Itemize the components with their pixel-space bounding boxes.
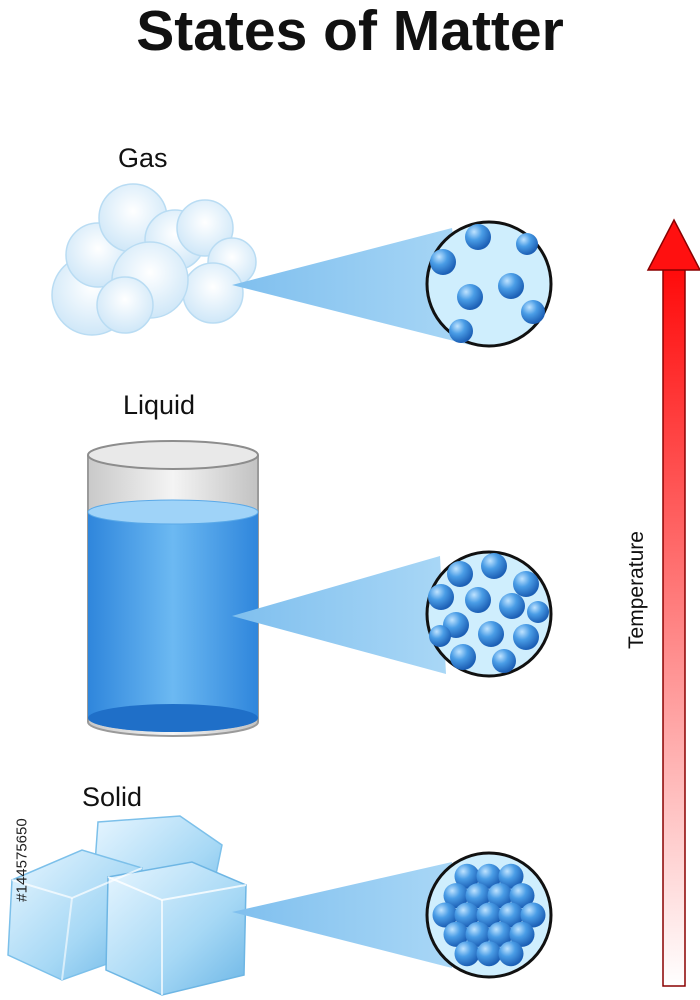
liquid-particle — [478, 621, 504, 647]
gas-particle — [521, 300, 545, 324]
solid-particle — [487, 883, 513, 909]
gas-cloud — [51, 183, 257, 336]
liquid-particle — [499, 593, 525, 619]
page-title: States of Matter — [136, 0, 564, 63]
gas-particle — [430, 249, 456, 275]
liquid-particle — [513, 624, 539, 650]
solid-particle — [432, 902, 458, 928]
liquid-particle — [465, 587, 491, 613]
liquid-particle — [447, 561, 473, 587]
liquid-particle — [429, 625, 451, 647]
gas-particle-view — [425, 220, 553, 348]
solid-particle — [476, 863, 502, 889]
solid-particle — [498, 902, 524, 928]
watermark-text: #144575650 — [13, 818, 31, 902]
solid-particle — [443, 883, 469, 909]
solid-label: Solid — [82, 782, 143, 812]
gas-particle — [449, 319, 473, 343]
solid-particle — [520, 902, 546, 928]
liquid-glass — [87, 440, 259, 737]
gas-particle — [516, 233, 538, 255]
liquid-zoom-beam — [232, 556, 446, 674]
solid-particle — [454, 902, 480, 928]
solid-particle — [498, 863, 524, 889]
temperature-label-text: Temperature — [625, 531, 648, 649]
solid-particle — [476, 902, 502, 928]
solid-particle — [487, 921, 513, 947]
solid-particle — [465, 921, 491, 947]
solid-particle — [509, 921, 535, 947]
gas-zoom-beam — [232, 228, 470, 345]
liquid-particle — [481, 553, 507, 579]
solid-ice-cubes — [7, 815, 247, 996]
liquid-particle — [428, 584, 454, 610]
solid-zoom-beam — [232, 862, 452, 968]
liquid-label: Liquid — [123, 390, 196, 420]
solid-particle — [465, 883, 491, 909]
liquid-particle-view — [425, 550, 553, 678]
solid-particle — [498, 941, 524, 967]
liquid-particle — [513, 571, 539, 597]
liquid-particle — [450, 644, 476, 670]
temperature-arrow — [646, 218, 700, 987]
solid-particle — [509, 883, 535, 909]
solid-particle-view — [425, 851, 553, 979]
solid-particle — [454, 941, 480, 967]
solid-particle — [443, 921, 469, 947]
liquid-particle — [492, 649, 516, 673]
solid-particle — [476, 941, 502, 967]
liquid-particle — [527, 601, 549, 623]
gas-label: Gas — [118, 143, 168, 173]
solid-particle — [454, 863, 480, 889]
gas-particle — [457, 284, 483, 310]
gas-particle — [498, 273, 524, 299]
gas-particle — [465, 224, 491, 250]
